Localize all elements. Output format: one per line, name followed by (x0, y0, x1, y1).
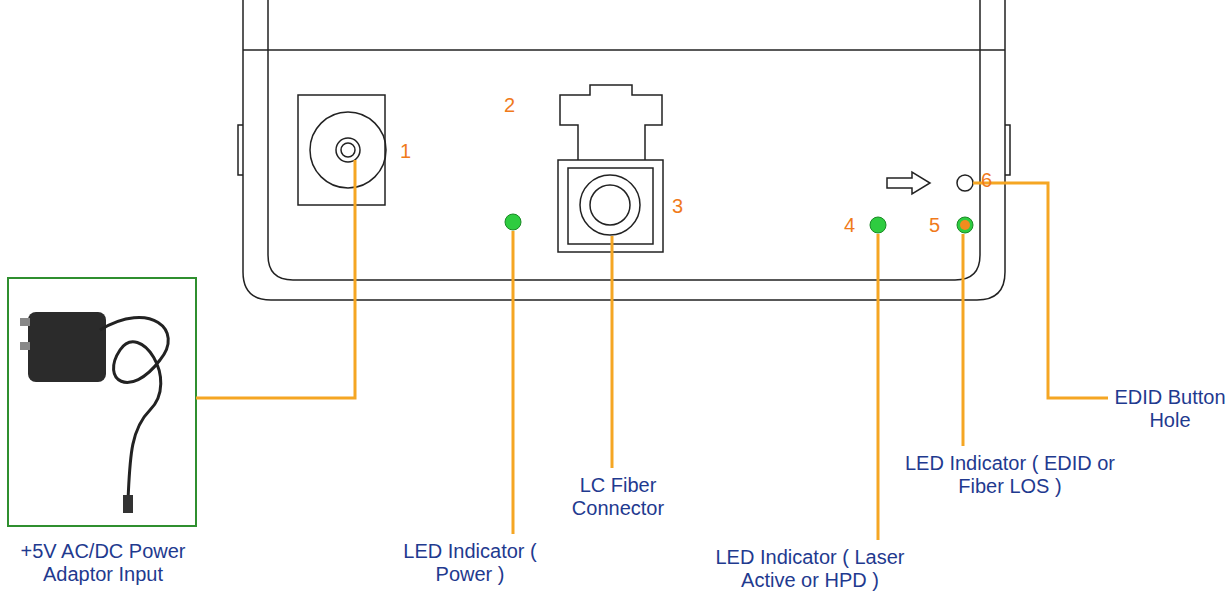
callout-number: 2 (504, 94, 515, 116)
edid-led-label: LED Indicator ( EDID or Fiber LOS ) (894, 452, 1126, 498)
callout-number: 4 (844, 214, 855, 236)
fiber-connector-label: LC Fiber Connector (562, 474, 674, 520)
laser-led-label: LED Indicator ( Laser Active or HPD ) (692, 546, 928, 592)
callout-number: 5 (929, 214, 940, 236)
power-input-label: +5V AC/DC Power Adaptor Input (8, 540, 198, 586)
callout-number: 3 (672, 195, 683, 217)
callout-number: 6 (981, 169, 992, 191)
power-led-label: LED Indicator ( Power ) (400, 540, 540, 586)
callout-number: 1 (400, 140, 411, 162)
edid-button-label: EDID Button Hole (1112, 386, 1228, 432)
